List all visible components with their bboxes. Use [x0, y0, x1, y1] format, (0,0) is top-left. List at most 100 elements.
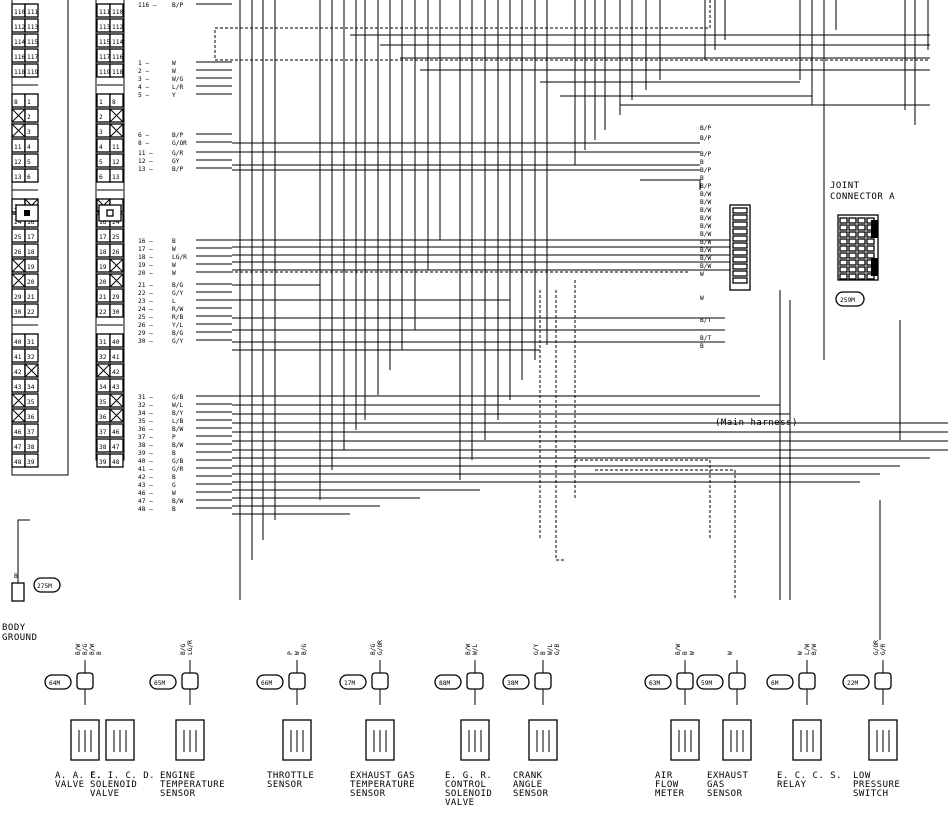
- pin-number: 3 —: [138, 76, 149, 83]
- connector-pin-number: 35: [27, 399, 35, 406]
- connector-pin-number: 32: [27, 354, 35, 361]
- connector-pin-number: 42: [14, 369, 22, 376]
- connector-pin-number: 8: [14, 99, 18, 106]
- pin-17: 17 —W: [138, 246, 176, 253]
- wire-color: W/G: [172, 76, 183, 83]
- component-code: 88M: [439, 680, 450, 687]
- connector-pin-number: 37: [99, 429, 107, 436]
- pin-37: 37 —P: [138, 434, 176, 441]
- component-label-line: AIR: [655, 771, 673, 781]
- pin-number: 43 —: [138, 482, 153, 489]
- component-label-line: ANGLE: [513, 780, 543, 790]
- connector-pin-number: 11: [14, 144, 22, 151]
- component-label-line: SOLENOID: [90, 780, 137, 790]
- wire-color: W: [172, 60, 176, 67]
- body-ground: 275M B BODY GROUND: [2, 519, 61, 643]
- pin-number: 30 —: [138, 338, 153, 345]
- pin-number: 19 —: [138, 262, 153, 269]
- pin-number: 34 —: [138, 410, 153, 417]
- wire-color: G/Y: [172, 290, 183, 297]
- connector-pin-number: 47: [112, 444, 120, 451]
- joint-wire-label: B/P: [700, 167, 711, 174]
- connector-pin-number: 114: [112, 39, 123, 46]
- connector-pin-number: 26: [112, 249, 120, 256]
- component-label-line: E. G. R.: [445, 771, 492, 781]
- connector-pin-number: 111: [27, 9, 38, 16]
- component-label-line: VALVE: [445, 798, 475, 808]
- wire-color: W: [172, 68, 176, 75]
- pin-number: 26 —: [138, 322, 153, 329]
- connector-pin-number: 21: [27, 294, 35, 301]
- connector-pin-number: 32: [99, 354, 107, 361]
- pin-36: 36 —B/W: [138, 426, 183, 433]
- wire-color: LG/R: [172, 254, 187, 261]
- wire-color: L/B: [172, 418, 183, 425]
- component-label-line: LOW: [853, 771, 871, 781]
- pin-23: 23 —L: [138, 298, 176, 305]
- pin-number: 47 —: [138, 498, 153, 505]
- joint-wire-label: B/W: [700, 263, 711, 270]
- component-label-line: EXHAUST GAS: [350, 771, 415, 781]
- joint-wire-label: B/W: [700, 199, 711, 206]
- component-wire-color: B/W: [465, 644, 472, 655]
- connector-pin-number: 34: [27, 384, 35, 391]
- pin-35: 35 —L/B: [138, 418, 183, 425]
- component-label-line: VALVE: [90, 789, 120, 799]
- component-label-line: CRANK: [513, 771, 543, 781]
- svg-text:259M: 259M: [840, 297, 855, 304]
- pin-number: 40 —: [138, 458, 153, 465]
- pin-3: 3 — W/G: [138, 76, 183, 83]
- component-label-line: F. I. C. D.: [90, 771, 155, 781]
- pin-40: 40 —G/B: [138, 458, 183, 465]
- connector-pin-number: 17: [27, 234, 35, 241]
- component-label-line: RELAY: [777, 780, 807, 790]
- wire-color: R/B: [172, 314, 183, 321]
- pin-number: 20 —: [138, 270, 153, 277]
- joint-wire-label: B/W: [700, 255, 711, 262]
- wire-color: B/Y: [172, 410, 183, 417]
- component-label-line: SOLENOID: [445, 789, 492, 799]
- component-wire-color: W/L: [547, 644, 554, 655]
- pin-number: 38 —: [138, 442, 153, 449]
- wire-color: B: [172, 450, 176, 457]
- pin-42: 42 —B: [138, 474, 176, 481]
- pin-number: 18 —: [138, 254, 153, 261]
- pin-8: 8 —G/OR: [138, 140, 187, 147]
- connector-pin-number: 116: [112, 54, 123, 61]
- pin-number: 23 —: [138, 298, 153, 305]
- pin-11: 11 —G/R: [138, 150, 183, 157]
- wire-color: B: [172, 238, 176, 245]
- pin-number: 41 —: [138, 466, 153, 473]
- pin-number: 24 —: [138, 306, 153, 313]
- pin-number: 4 —: [138, 84, 149, 91]
- pin-34: 34 — B/Y: [138, 410, 183, 417]
- wire-color: G/Y: [172, 338, 183, 345]
- body-ground-label-1: BODY: [2, 623, 26, 633]
- connector-pin-number: 12: [112, 159, 120, 166]
- joint-wire-label: B/W: [700, 207, 711, 214]
- component-code: 59M: [701, 680, 712, 687]
- connector-pin-number: 119: [99, 69, 110, 76]
- connector-pin-number: 4: [99, 144, 103, 151]
- wire-color: W: [172, 262, 176, 269]
- connector-pin-number: 48: [112, 459, 120, 466]
- pin-number: 2 —: [138, 68, 149, 75]
- component-wire-color: W: [727, 651, 734, 655]
- wire-color: W/L: [172, 402, 183, 409]
- component-label-line: E. C. C. S.: [777, 771, 842, 781]
- component-wire-color: B/G: [82, 644, 89, 655]
- connector-pin-number: 112: [112, 24, 123, 31]
- wire-color: W: [172, 246, 176, 253]
- component-label-line: SENSOR: [350, 789, 386, 799]
- pin-number: 5 —: [138, 92, 149, 99]
- component-wire-color: G/Y: [533, 644, 540, 655]
- pin-number: 16 —: [138, 238, 153, 245]
- connector-pin-number: 41: [14, 354, 22, 361]
- pin-4: 4 —L/R: [138, 84, 183, 91]
- connector-pin-number: 5: [27, 159, 31, 166]
- connector-pin-number: 22: [99, 309, 107, 316]
